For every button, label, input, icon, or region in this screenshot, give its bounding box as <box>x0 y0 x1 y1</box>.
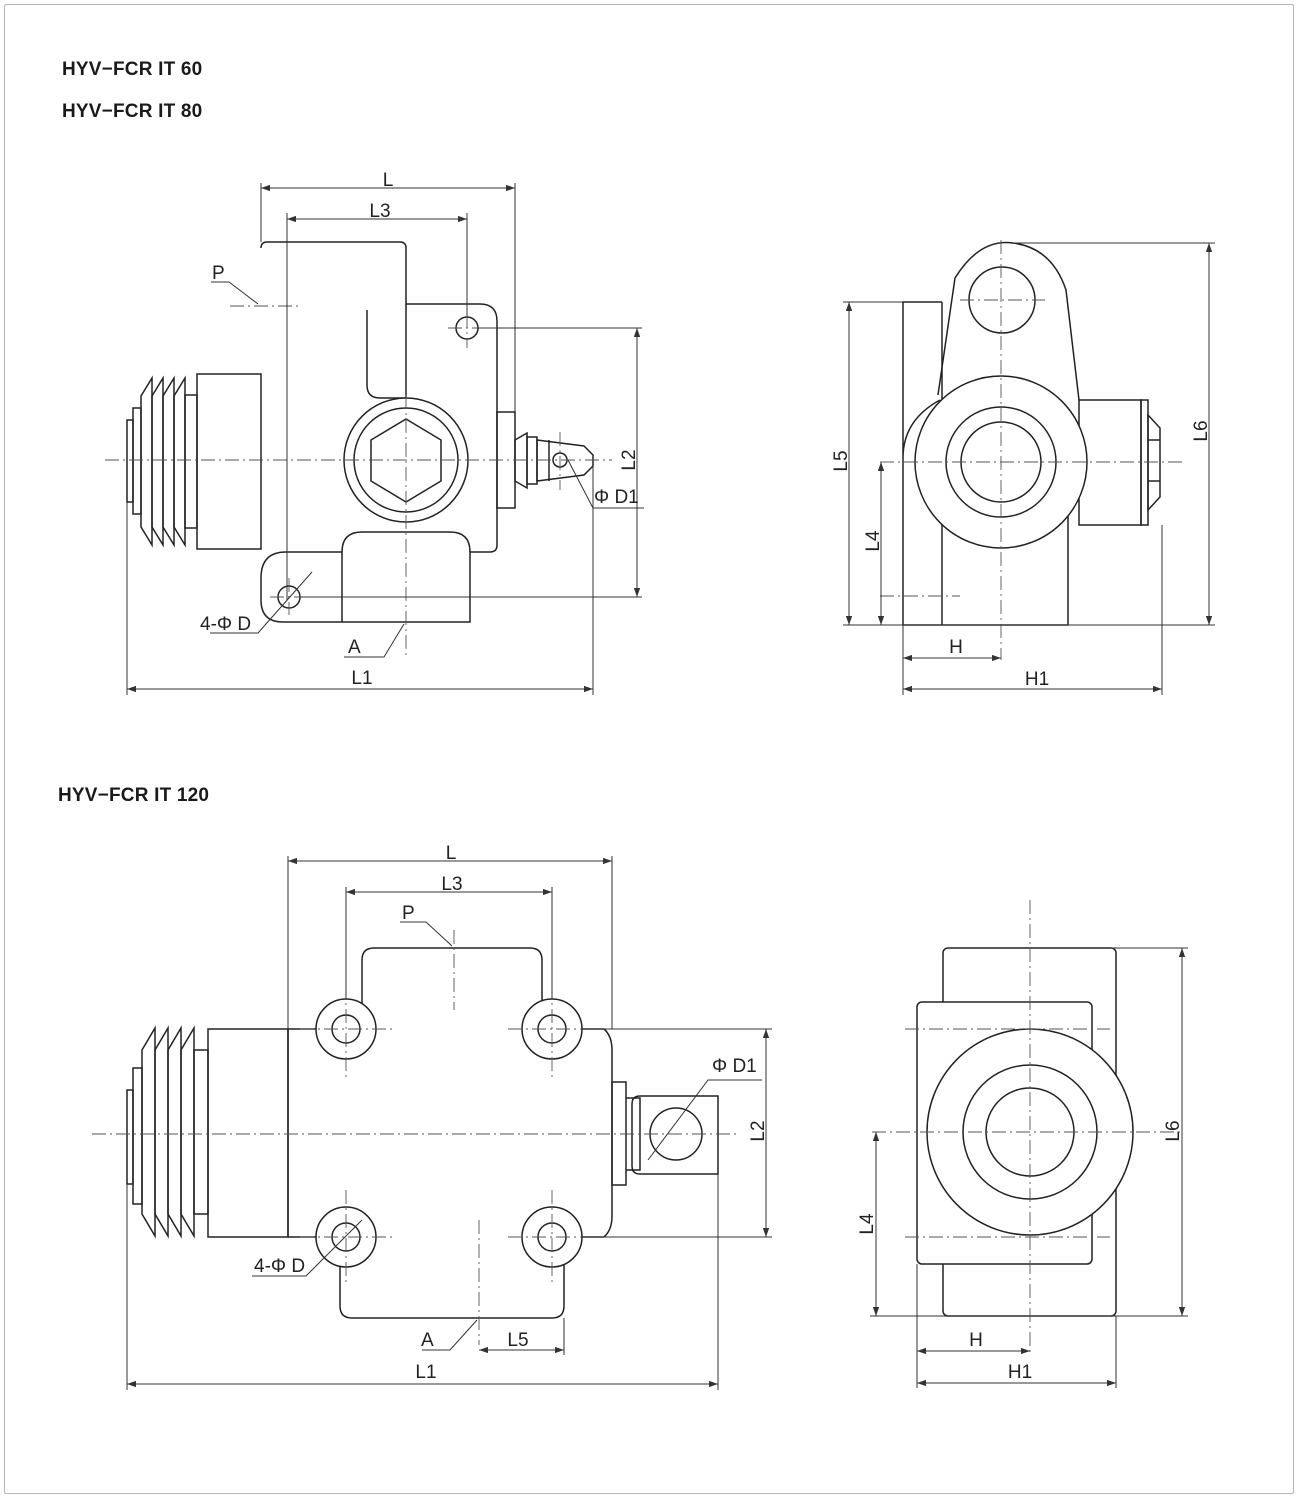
pulley-stack <box>126 1025 209 1239</box>
dim-label-L4: L4 <box>863 530 884 552</box>
valve-body <box>260 241 498 623</box>
label-holes: 4-Φ D <box>254 1256 305 1277</box>
dim-label-L2: L2 <box>748 1120 769 1141</box>
dim-label-H: H <box>949 637 963 658</box>
top-side-view: L5 L6 L4 H H1 <box>831 240 1215 695</box>
side-body <box>902 301 943 459</box>
dim-label-H1: H1 <box>1008 1362 1032 1383</box>
dim-label-L6: L6 <box>1163 1120 1184 1141</box>
motor-housing <box>207 1028 289 1238</box>
dim-label-L3: L3 <box>441 874 462 895</box>
dim-label-L1: L1 <box>351 668 372 689</box>
dim-label-L6: L6 <box>1191 420 1212 441</box>
top-front-view: L L3 P A L1 4-Φ D Φ D1 L2 <box>105 170 644 695</box>
dim-label-L3: L3 <box>369 201 390 222</box>
model-title-60: HYV−FCR IT 60 <box>62 59 203 80</box>
dim-label-H: H <box>969 1330 983 1351</box>
dim-label-L: L <box>446 843 457 864</box>
model-title-80: HYV−FCR IT 80 <box>62 101 203 122</box>
label-P: P <box>212 263 225 284</box>
valve-body <box>287 1028 613 1238</box>
dim-label-H1: H1 <box>1025 669 1049 690</box>
label-holes: 4-Φ D <box>200 614 251 635</box>
label-phi-D1: Φ D1 <box>712 1056 757 1077</box>
drawing-frame <box>4 4 1294 1494</box>
bottom-side-view: L6 L4 H H1 <box>857 900 1188 1388</box>
label-A: A <box>421 1330 434 1351</box>
motor-housing <box>196 373 262 550</box>
label-P: P <box>402 903 415 924</box>
dim-label-L1: L1 <box>415 1362 436 1383</box>
pulley-stack <box>126 375 198 548</box>
dim-label-L4: L4 <box>857 1213 878 1235</box>
label-A: A <box>348 637 361 658</box>
dim-label-L: L <box>383 170 394 191</box>
shaft-coupling <box>631 1095 719 1175</box>
dim-label-L5: L5 <box>507 1330 528 1351</box>
bottom-front-view: L L3 P A L5 L1 4-Φ D Φ D1 L2 <box>92 843 772 1390</box>
label-phi-D1: Φ D1 <box>594 487 639 508</box>
dim-label-L5: L5 <box>831 450 852 471</box>
dim-label-L2: L2 <box>619 449 640 470</box>
hose-nozzle <box>536 439 594 482</box>
model-title-120: HYV−FCR IT 120 <box>58 785 210 806</box>
